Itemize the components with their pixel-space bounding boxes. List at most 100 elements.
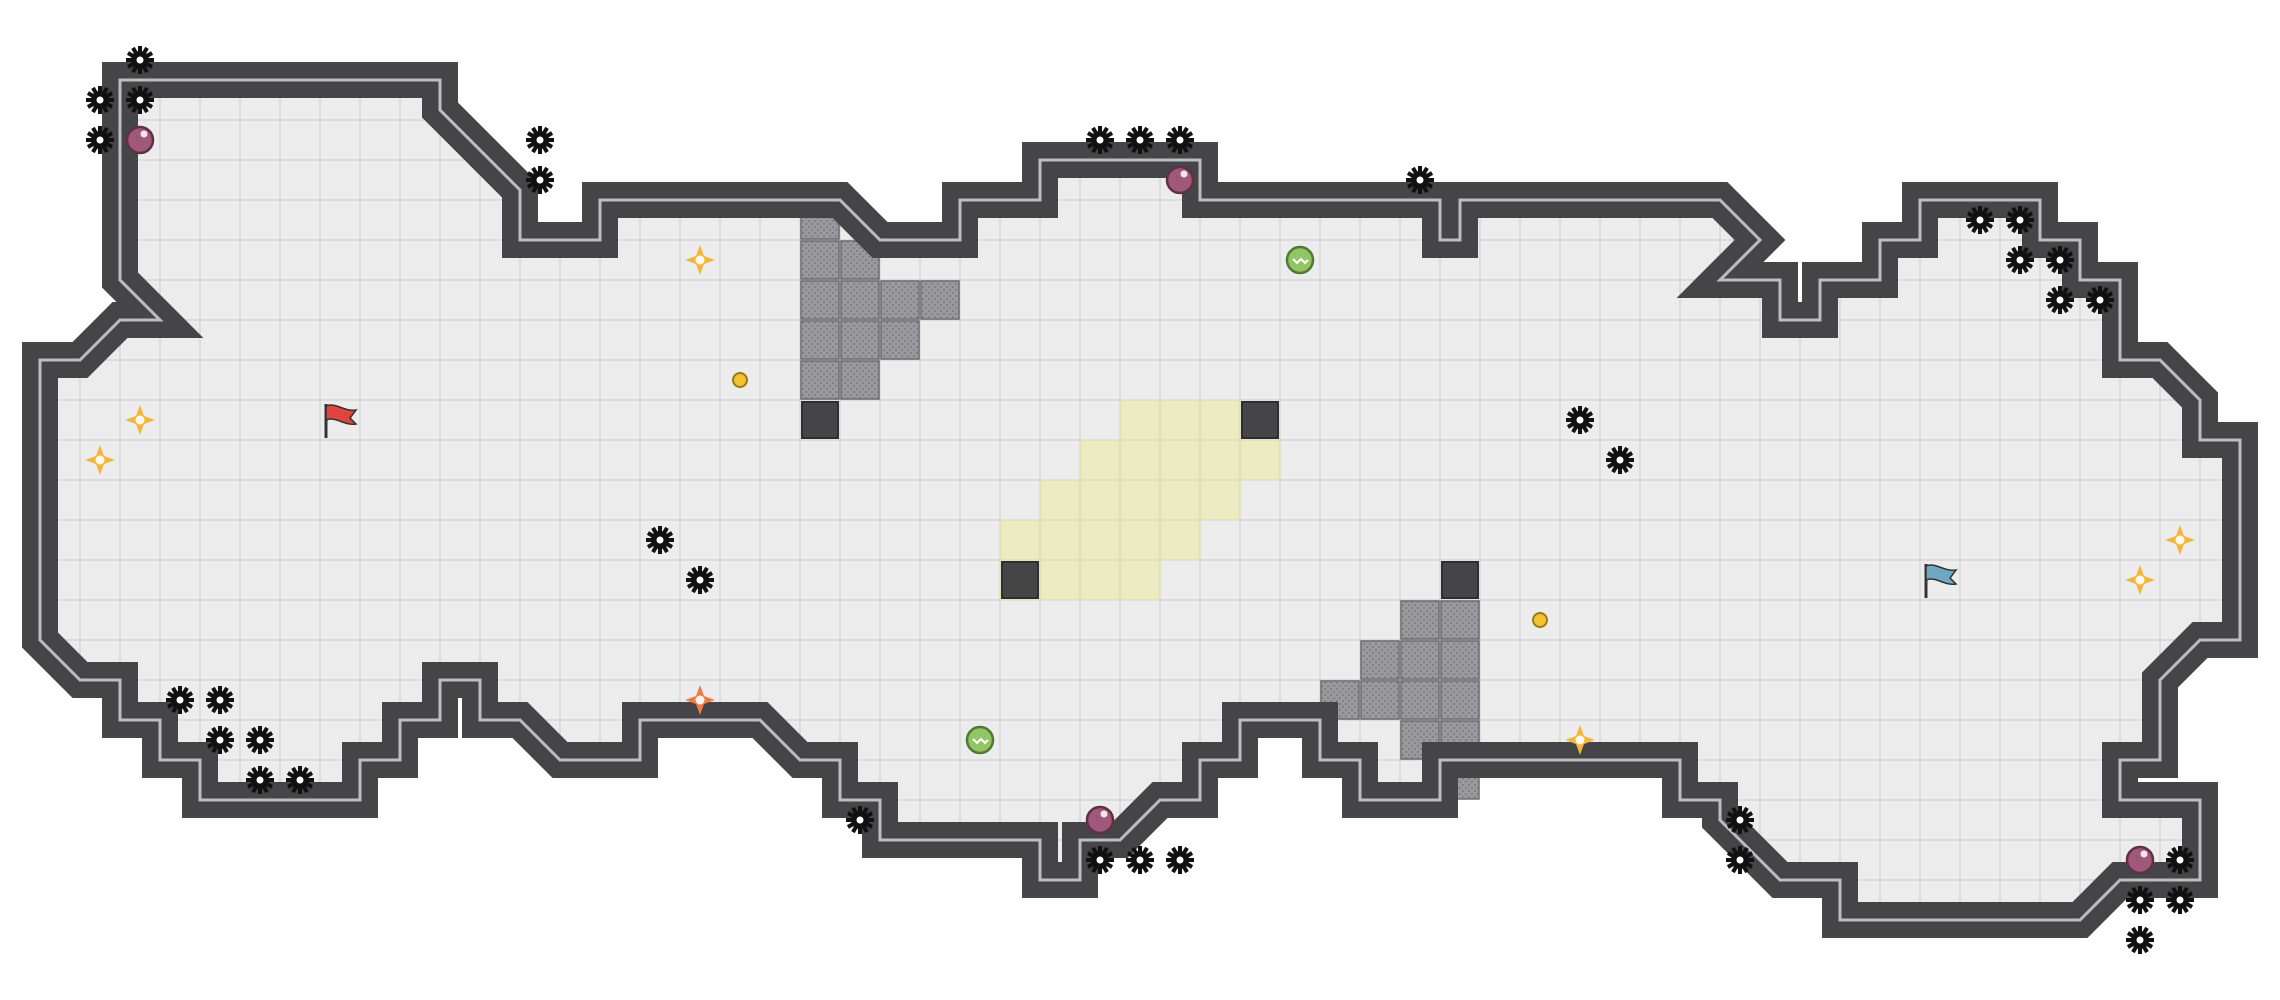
gear-spike-icon (2166, 846, 2194, 874)
grate-tile (800, 240, 840, 280)
gear-tooth (1138, 846, 1142, 853)
gear-hole (1616, 456, 1624, 464)
bomb-body (2125, 845, 2155, 875)
gear-tooth (1418, 187, 1422, 194)
grate-tile (800, 320, 840, 360)
gear-hole (176, 696, 184, 704)
gear-tooth (1138, 147, 1142, 154)
bomb-body (1085, 805, 1115, 835)
gear-tooth (1578, 427, 1582, 434)
gear-hole (256, 776, 264, 784)
gear-tooth (2178, 846, 2182, 853)
gear-hole (2136, 896, 2144, 904)
gold-sparkle-icon (85, 445, 115, 475)
gear-tooth (1618, 446, 1622, 453)
wall-pillar (1001, 561, 1039, 599)
gear-spike-icon (2046, 286, 2074, 314)
gear-spike-icon (646, 526, 674, 554)
grate-tile (840, 280, 880, 320)
gear-spike-icon (1966, 206, 1994, 234)
bomb-shine (1180, 170, 1188, 178)
gear-tooth (1098, 846, 1102, 853)
gear-hole (1976, 216, 1984, 224)
gear-tooth (98, 147, 102, 154)
grate-tile (840, 320, 880, 360)
gear-spike-icon (2126, 926, 2154, 954)
gear-spike-icon (1566, 406, 1594, 434)
gear-hole (1576, 416, 1584, 424)
gear-tooth (1178, 126, 1182, 133)
gear-tooth (2138, 886, 2142, 893)
sparkle-core (2135, 575, 2145, 585)
gear-spike-icon (846, 806, 874, 834)
hazard-tile (1159, 439, 1201, 481)
gear-tooth (2018, 227, 2022, 234)
gear-tooth (2138, 926, 2142, 933)
gear-hole (696, 576, 704, 584)
gear-hole (536, 136, 544, 144)
gear-tooth (658, 526, 662, 533)
wall-layer (22, 62, 2258, 938)
gear-hole (2136, 936, 2144, 944)
gear-spike-icon (1126, 126, 1154, 154)
gear-tooth (1578, 406, 1582, 413)
bomb-shine (140, 130, 148, 138)
grate-tile (1400, 600, 1440, 640)
gear-spike-icon (2126, 886, 2154, 914)
hazard-tile (1239, 439, 1281, 481)
gear-spike-icon (2046, 246, 2074, 274)
gear-tooth (1738, 806, 1742, 813)
gear-hole (1736, 816, 1744, 824)
hazard-tile (1119, 559, 1161, 601)
hazard-tile (1119, 479, 1161, 521)
gear-tooth (2138, 907, 2142, 914)
hazard-tile (1039, 519, 1081, 561)
orb-zigzag (1292, 257, 1309, 265)
gear-tooth (2018, 246, 2022, 253)
hazard-tile (1119, 439, 1161, 481)
gear-tooth (2178, 907, 2182, 914)
gear-hole (656, 536, 664, 544)
gear-spike-icon (2086, 286, 2114, 314)
green-orb-icon (965, 725, 995, 755)
gear-tooth (2178, 867, 2182, 874)
flag-cloth (1925, 564, 1958, 585)
gear-spike-icon (166, 686, 194, 714)
gear-hole (1136, 856, 1144, 864)
gear-spike-icon (2006, 246, 2034, 274)
hazard-tile (1079, 439, 1121, 481)
hazard-tile (1039, 479, 1081, 521)
gear-tooth (1978, 206, 1982, 213)
gear-tooth (2058, 307, 2062, 314)
hazard-tile (1039, 559, 1081, 601)
gear-tooth (98, 86, 102, 93)
gear-hole (296, 776, 304, 784)
gear-spike-icon (1726, 846, 1754, 874)
gold-sparkle-icon (2125, 565, 2155, 595)
sparkle-core (135, 415, 145, 425)
gear-spike-icon (206, 686, 234, 714)
gear-spike-icon (2166, 886, 2194, 914)
grate-tile (1440, 680, 1480, 720)
bomb-icon (125, 125, 155, 155)
hazard-tile (1079, 559, 1121, 601)
gear-spike-icon (1086, 126, 1114, 154)
orange-sparkle-icon (685, 685, 715, 715)
bomb-icon (2125, 845, 2155, 875)
gear-tooth (138, 46, 142, 53)
gear-tooth (1098, 147, 1102, 154)
hazard-tile (1159, 399, 1201, 441)
gear-tooth (298, 787, 302, 794)
gear-tooth (1738, 846, 1742, 853)
gear-tooth (2058, 267, 2062, 274)
gear-tooth (2138, 947, 2142, 954)
gear-hole (856, 816, 864, 824)
gear-spike-icon (206, 726, 234, 754)
sparkle-core (695, 695, 705, 705)
gold-sparkle-icon (125, 405, 155, 435)
gear-hole (2176, 856, 2184, 864)
gear-tooth (538, 147, 542, 154)
gear-hole (1736, 856, 1744, 864)
